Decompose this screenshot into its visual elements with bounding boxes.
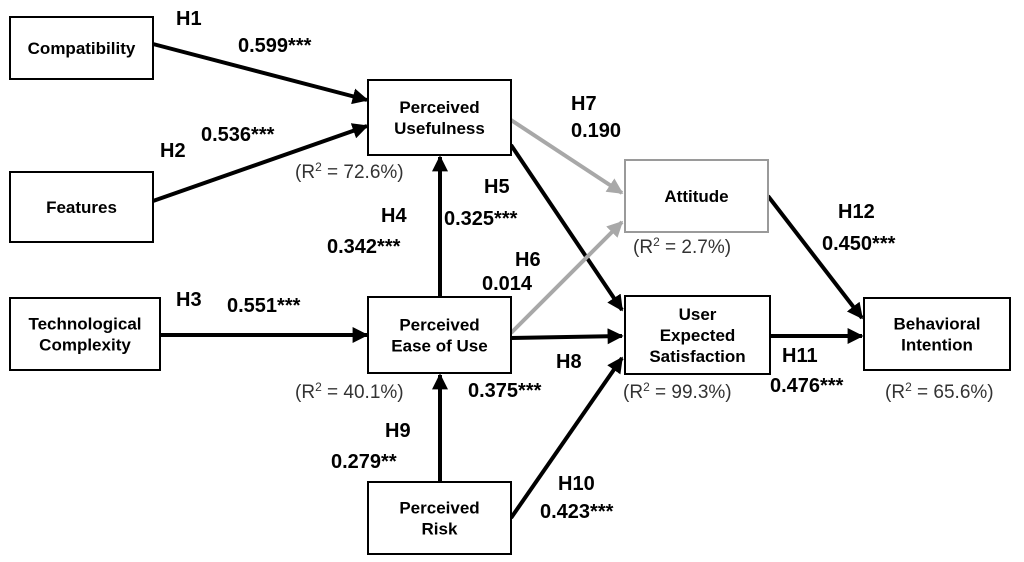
path-coefficient-h7: 0.190 — [571, 120, 621, 142]
r-squared-behavioral-intention: (R2 = 65.6%) — [885, 380, 994, 403]
construct-label-user-satisfaction: User — [679, 305, 717, 324]
path-coefficient-h2: 0.536*** — [201, 124, 275, 146]
path-coefficient-h6: 0.014 — [482, 273, 533, 295]
hypothesis-label-h7: H7 — [571, 93, 597, 115]
construct-label-user-satisfaction: Expected — [660, 326, 736, 345]
hypothesis-label-h10: H10 — [558, 473, 595, 495]
path-coefficient-h10: 0.423*** — [540, 501, 614, 523]
construct-label-attitude: Attitude — [664, 187, 728, 206]
construct-box-perceived-ease — [367, 296, 512, 374]
path-labels: H1 0.599*** H2 0.536*** H3 0.551*** H4 0.342***… — [160, 8, 896, 523]
path-coefficient-h4: 0.342*** — [327, 236, 401, 258]
construct-label-behavioral-intention: Behavioral — [894, 315, 981, 334]
construct-label-perceived-usefulness: Usefulness — [394, 119, 485, 138]
construct-box-user-satisfaction — [624, 295, 771, 375]
hypothesis-label-h3: H3 — [176, 289, 202, 311]
path-arrow-h8 — [510, 328, 624, 345]
path-coefficient-h5: 0.325*** — [444, 208, 518, 230]
path-arrow-h10 — [509, 356, 624, 520]
r-squared-user-satisfaction: (R2 = 99.3%) — [623, 380, 732, 403]
path-arrow-h6 — [509, 220, 624, 335]
construct-label-features: Features — [46, 198, 117, 217]
hypothesis-label-h8: H8 — [556, 351, 582, 373]
hypothesis-label-h5: H5 — [484, 176, 510, 198]
construct-boxes: CompatibilityFeaturesTechnologicalComple… — [9, 16, 1011, 555]
construct-box-features — [9, 171, 154, 243]
path-coefficient-h12: 0.450*** — [822, 233, 896, 255]
construct-label-perceived-ease: Ease of Use — [391, 337, 487, 356]
path-arrow-h1 — [152, 42, 369, 105]
construct-box-compatibility — [9, 16, 154, 80]
construct-label-compatibility: Compatibility — [28, 39, 136, 58]
construct-label-tech-complexity: Technological — [28, 315, 141, 334]
hypothesis-label-h2: H2 — [160, 140, 186, 162]
hypothesis-label-h11: H11 — [782, 345, 818, 367]
construct-box-behavioral-intention — [863, 297, 1011, 371]
hypothesis-label-h9: H9 — [385, 420, 411, 442]
construct-box-perceived-usefulness — [367, 79, 512, 156]
construct-label-perceived-risk: Perceived — [399, 499, 479, 518]
construct-box-tech-complexity — [9, 297, 161, 371]
path-coefficient-h8: 0.375*** — [468, 380, 542, 402]
path-arrow-h5 — [509, 143, 624, 312]
r-squared-perceived-ease: (R2 = 40.1%) — [295, 380, 404, 403]
path-arrows — [152, 42, 864, 520]
construct-label-behavioral-intention: Intention — [901, 336, 973, 355]
path-coefficient-h9: 0.279** — [331, 451, 397, 473]
construct-box-perceived-risk — [367, 481, 512, 555]
hypothesis-label-h12: H12 — [838, 201, 875, 223]
path-arrow-h7 — [509, 118, 624, 195]
hypothesis-label-h6: H6 — [515, 249, 541, 271]
path-coefficient-h3: 0.551*** — [227, 295, 301, 317]
r-squared-perceived-usefulness: (R2 = 72.6%) — [295, 160, 404, 183]
r-squared-attitude: (R2 = 2.7%) — [633, 235, 731, 258]
construct-attitude: Attitude (R2 = 2.7%) — [624, 159, 769, 258]
path-arrow-h2 — [152, 123, 369, 203]
construct-label-perceived-usefulness: Perceived — [399, 98, 479, 117]
hypothesis-label-h1: H1 — [176, 8, 202, 30]
path-arrow-h12 — [766, 194, 864, 320]
construct-label-user-satisfaction: Satisfaction — [649, 347, 745, 366]
construct-box-attitude — [624, 159, 769, 233]
construct-compatibility: Compatibility — [9, 16, 154, 80]
construct-label-perceived-risk: Risk — [422, 520, 458, 539]
construct-features: Features — [9, 171, 154, 243]
construct-label-tech-complexity: Complexity — [39, 336, 131, 355]
hypothesis-label-h4: H4 — [381, 205, 407, 227]
construct-label-perceived-ease: Perceived — [399, 316, 479, 335]
path-coefficient-h1: 0.599*** — [238, 35, 312, 57]
path-coefficient-h11: 0.476*** — [770, 375, 844, 397]
